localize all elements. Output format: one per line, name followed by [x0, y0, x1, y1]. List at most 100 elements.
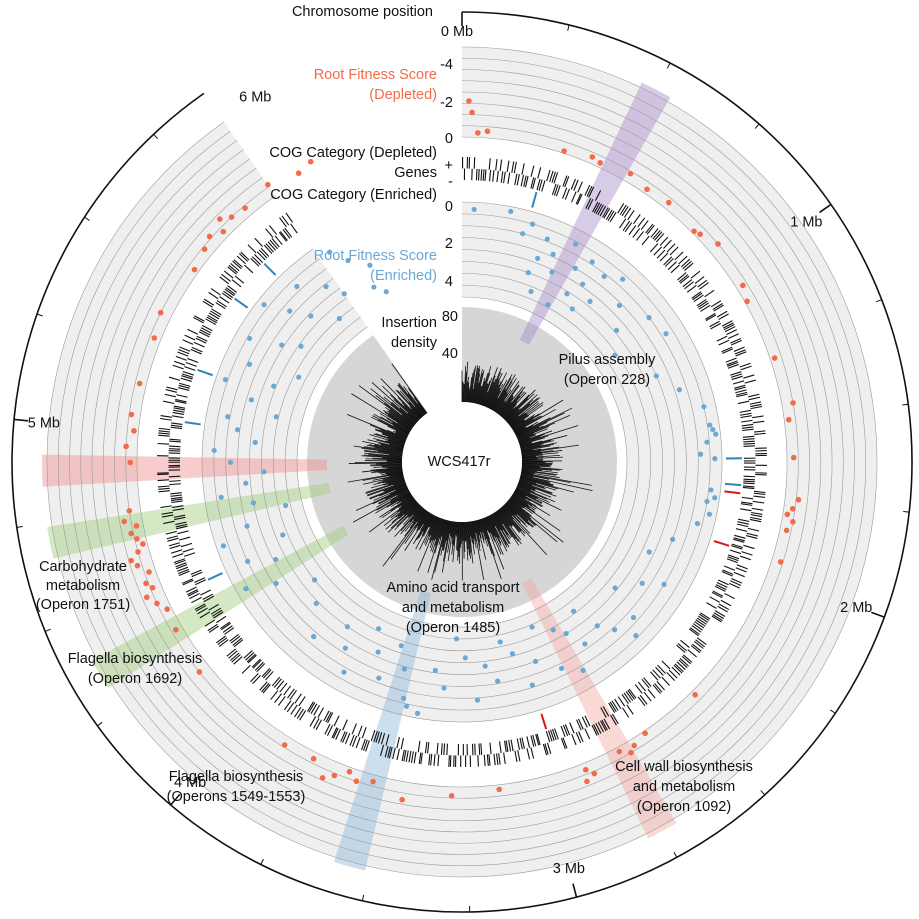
density-spike	[392, 430, 408, 438]
gene-tick	[193, 341, 205, 348]
density-spike	[423, 512, 431, 525]
density-spike	[490, 379, 508, 410]
enriched-point	[252, 439, 258, 445]
gene-tick	[641, 235, 650, 246]
density-spike	[509, 498, 523, 509]
gene-tick	[560, 725, 566, 737]
gene-tick	[689, 627, 700, 635]
gene-tick	[175, 523, 188, 528]
density-spike	[411, 408, 421, 419]
density-spike	[481, 380, 491, 406]
density-spike	[509, 498, 532, 517]
density-spike	[487, 515, 502, 544]
gene-tick	[179, 382, 191, 387]
density-spike	[468, 521, 472, 537]
density-spike	[483, 381, 495, 407]
gene-tick	[170, 424, 183, 428]
density-spike	[478, 519, 485, 541]
gene-tick	[530, 165, 535, 177]
annotation-amino-2: and metabolism	[402, 600, 504, 616]
density-spike	[416, 511, 430, 532]
density-spike	[513, 415, 541, 432]
density-spike	[351, 393, 412, 431]
density-spike	[489, 383, 504, 410]
gene-tick	[277, 696, 286, 706]
density-spike	[358, 385, 415, 427]
gene-tick	[271, 238, 280, 248]
density-spike	[474, 520, 481, 547]
gene-tick	[697, 300, 708, 308]
density-spike	[517, 483, 552, 498]
gene-tick	[739, 362, 751, 368]
depleted-point	[484, 128, 491, 135]
density-spike	[477, 519, 485, 544]
gene-tick	[161, 514, 174, 518]
gene-tick	[697, 615, 709, 623]
gene-tick	[265, 671, 274, 681]
gene-tick	[617, 203, 625, 214]
density-spike	[362, 472, 404, 481]
density-spike	[474, 520, 481, 543]
depleted-point	[151, 335, 158, 341]
density-spike	[518, 480, 533, 486]
gene-tick	[748, 393, 760, 398]
density-spike	[517, 422, 556, 440]
density-spike	[386, 492, 411, 508]
axis-minor-tick	[361, 894, 365, 901]
gene-tick	[174, 400, 187, 404]
gene-tick	[223, 270, 234, 279]
density-spike	[519, 478, 556, 491]
density-spike	[385, 501, 418, 530]
gene-tick	[687, 649, 697, 658]
density-spike	[495, 511, 516, 539]
gene-tick	[309, 716, 317, 727]
density-spike	[390, 403, 416, 425]
density-spike	[483, 517, 491, 534]
gene-tick	[420, 752, 423, 765]
gene-tick	[750, 403, 762, 408]
gene-tick	[269, 239, 278, 250]
density-label-2: density	[391, 335, 438, 351]
density-spike	[370, 466, 403, 471]
density-spike	[441, 519, 447, 537]
density-spike	[403, 405, 420, 421]
gene-tick	[691, 625, 702, 633]
depleted-point	[475, 130, 481, 136]
density-spike	[515, 489, 543, 505]
density-spike	[365, 480, 406, 494]
depleted-point	[584, 778, 590, 785]
gene-tick	[185, 361, 197, 367]
density-spike	[386, 471, 403, 475]
enriched-point	[280, 532, 286, 538]
gene-tick	[600, 707, 607, 718]
density-spike	[383, 482, 406, 492]
gene-tick	[233, 259, 243, 268]
gene-tick	[433, 754, 436, 766]
gene-tick	[324, 723, 331, 735]
gene-tick	[741, 501, 753, 505]
density-spike	[494, 512, 512, 539]
depleted-point	[265, 181, 271, 188]
enriched-point	[403, 703, 410, 709]
gene-tick	[229, 633, 240, 642]
gene-tick	[227, 285, 238, 293]
density-spike	[400, 507, 424, 535]
density-spike	[456, 521, 459, 537]
enriched-point	[327, 249, 333, 255]
density-spike	[521, 470, 535, 474]
gene-tick	[276, 680, 285, 690]
enriched-point	[611, 627, 618, 633]
highlight-band-2	[521, 578, 677, 839]
gene-tick	[730, 339, 742, 346]
density-spike	[381, 470, 403, 476]
gene-tick	[387, 746, 391, 758]
density-spike	[364, 450, 403, 456]
gene-tick	[732, 380, 745, 385]
density-spike	[403, 505, 422, 525]
gene-tick	[287, 688, 295, 699]
gene-tick	[306, 701, 314, 712]
enriched-track-label-1: Root Fitness Score	[314, 248, 437, 264]
gene-tick	[633, 214, 641, 225]
density-spike	[406, 503, 420, 516]
gene-tick	[187, 357, 199, 364]
